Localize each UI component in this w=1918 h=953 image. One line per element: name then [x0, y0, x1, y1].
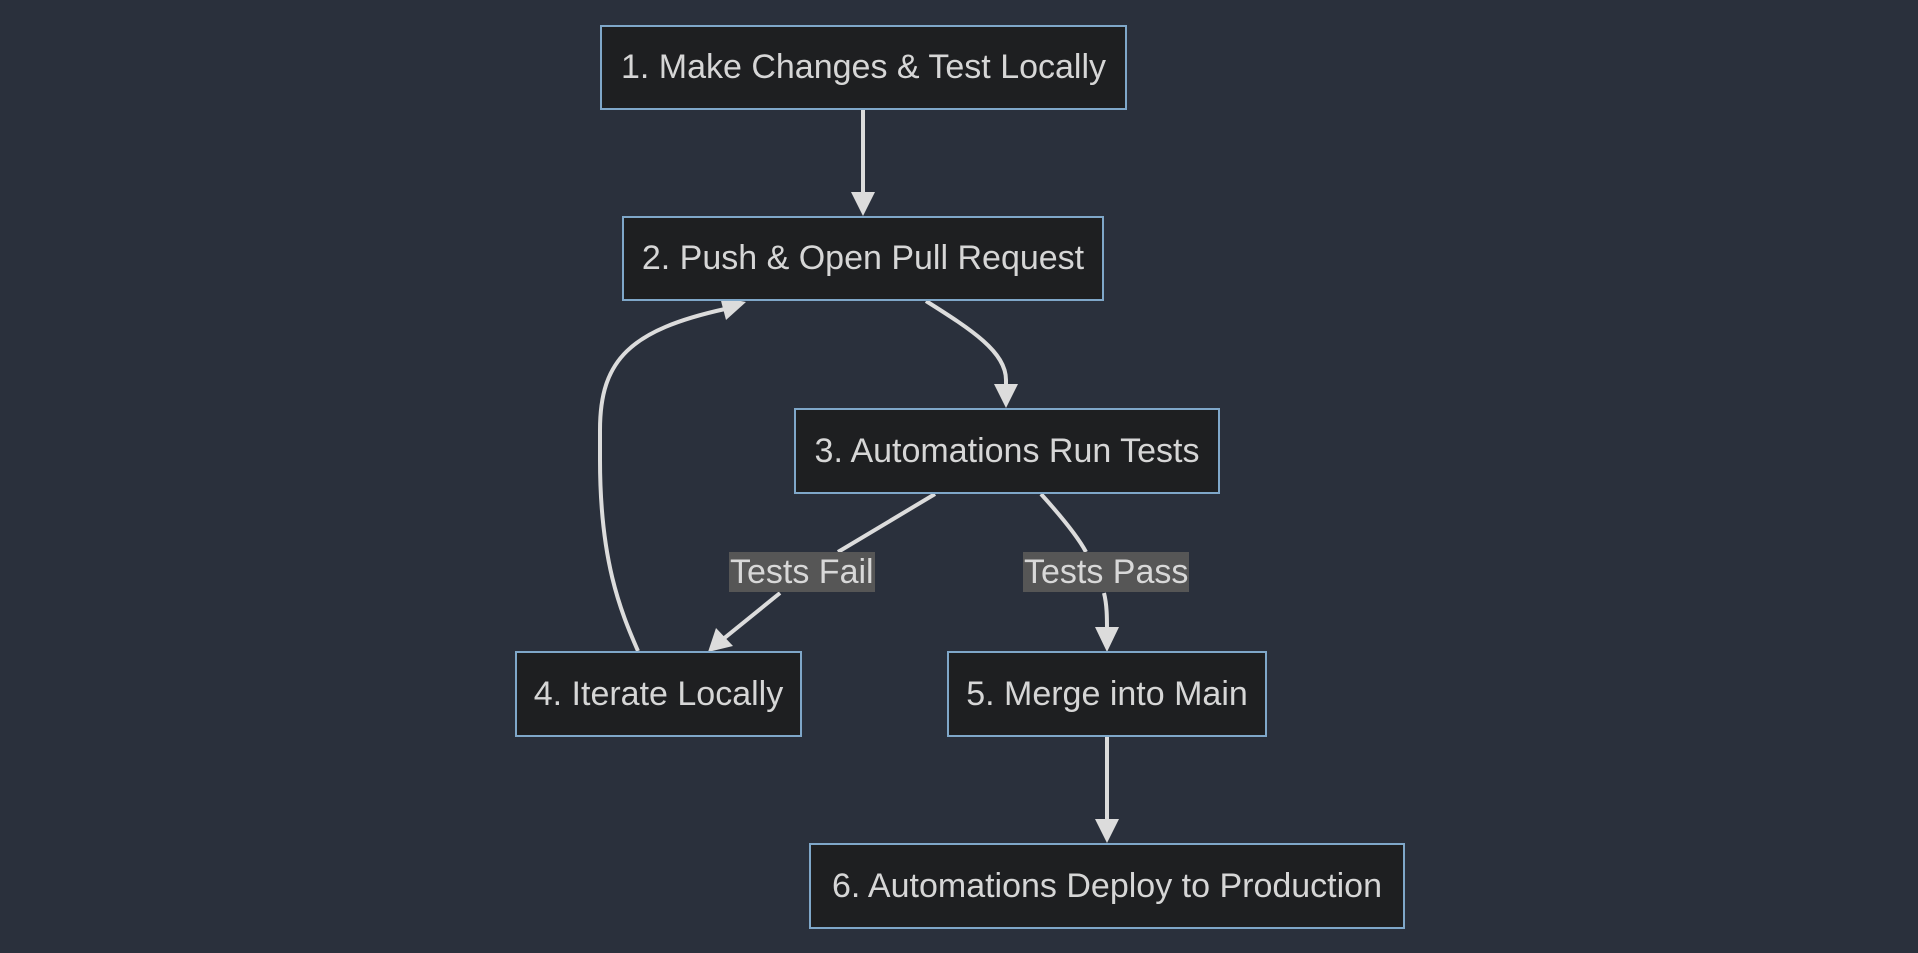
- edge-label-tests-fail: Tests Fail: [729, 552, 875, 592]
- edge-n5-n6-arrowhead: [1095, 819, 1119, 843]
- node-automations-run-tests: 3. Automations Run Tests: [794, 408, 1220, 494]
- node-merge-into-main: 5. Merge into Main: [947, 651, 1267, 737]
- edge-n3-n4: [720, 492, 937, 642]
- edge-n2-n3-arrowhead: [994, 384, 1018, 408]
- edge-n3-n5: [1039, 492, 1109, 631]
- node-iterate-locally: 4. Iterate Locally: [515, 651, 802, 737]
- node-deploy-to-production-label: 6. Automations Deploy to Production: [832, 866, 1382, 905]
- edge-n3-n5-arrowhead: [1095, 627, 1119, 652]
- node-make-changes: 1. Make Changes & Test Locally: [600, 25, 1127, 110]
- node-deploy-to-production: 6. Automations Deploy to Production: [809, 843, 1405, 929]
- edge-n1-n2-arrowhead: [851, 192, 875, 216]
- node-push-open-pr: 2. Push & Open Pull Request: [622, 216, 1104, 301]
- edge-label-tests-pass: Tests Pass: [1023, 552, 1190, 592]
- node-make-changes-label: 1. Make Changes & Test Locally: [620, 48, 1107, 86]
- edge-n2-n3: [924, 299, 1008, 388]
- edge-n3-n4-arrowhead: [708, 628, 733, 652]
- node-automations-run-tests-label: 3. Automations Run Tests: [814, 431, 1200, 470]
- node-push-open-pr-label: 2. Push & Open Pull Request: [641, 239, 1085, 277]
- node-merge-into-main-label: 5. Merge into Main: [966, 674, 1248, 713]
- edge-n4-n2: [598, 307, 726, 652]
- edge-n4-n2-arrowhead: [720, 297, 746, 320]
- node-iterate-locally-label: 4. Iterate Locally: [533, 674, 784, 713]
